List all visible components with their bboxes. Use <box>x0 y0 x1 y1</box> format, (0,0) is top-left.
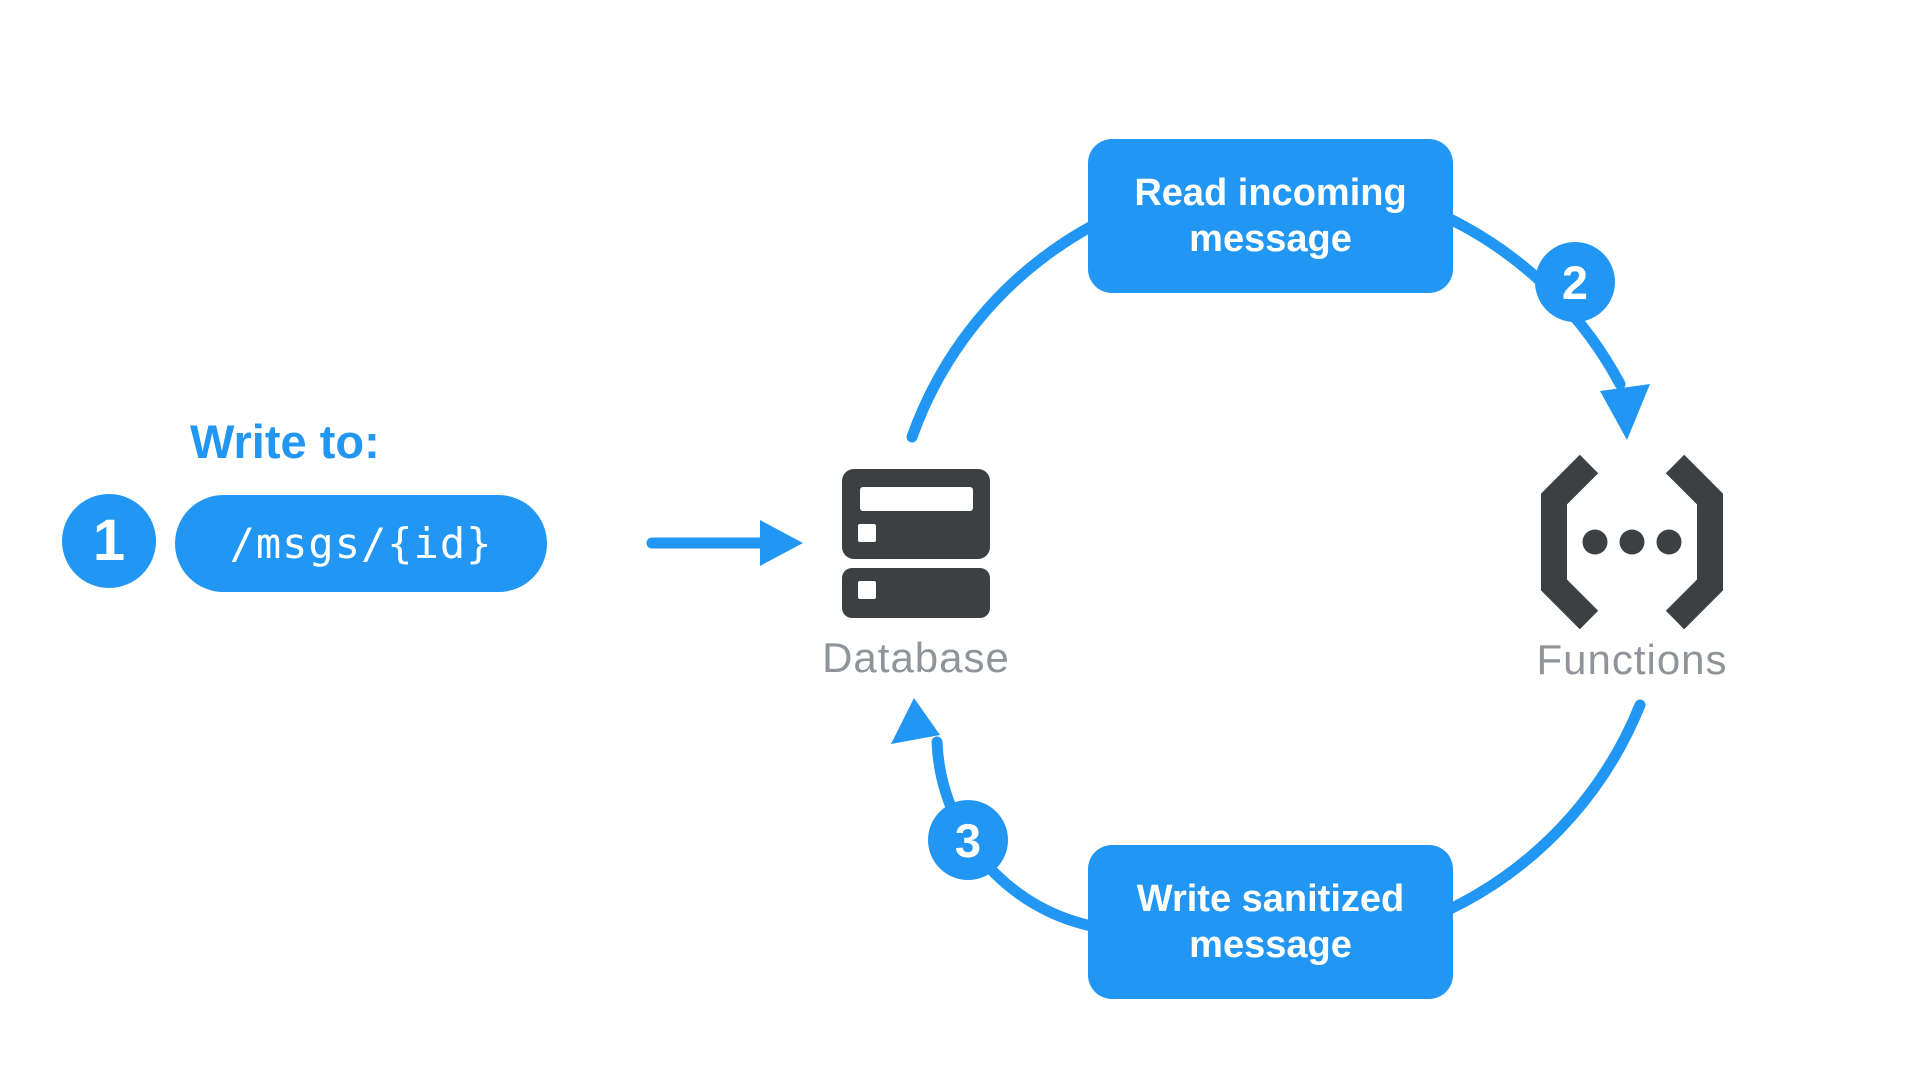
write-message-label: Write sanitized message <box>1136 877 1405 966</box>
step-badge-3: 3 <box>928 800 1008 880</box>
step-badge-1: 1 <box>62 494 156 588</box>
server-led-bottom <box>858 581 876 599</box>
write-message-box: Write sanitized message <box>1088 845 1453 999</box>
server-bottom-slab <box>842 568 990 618</box>
functions-right-bracket <box>1665 454 1723 630</box>
database-label: Database <box>822 634 1010 681</box>
server-led-top <box>858 524 876 542</box>
functions-left-bracket <box>1541 454 1599 630</box>
functions-dot-2 <box>1619 529 1645 555</box>
step-badge-2: 2 <box>1535 242 1615 322</box>
path-pill: /msgs/{id} <box>175 495 547 592</box>
write-arrowhead <box>760 520 803 566</box>
functions-dot-1 <box>1582 529 1608 555</box>
path-pill-label: /msgs/{id} <box>229 519 493 568</box>
arrowhead-to-database-icon <box>891 698 940 744</box>
arrowhead-to-functions-icon <box>1600 384 1650 440</box>
functions-label: Functions <box>1536 636 1728 683</box>
write-to-title: Write to: <box>190 415 380 468</box>
database-server-icon <box>842 469 990 618</box>
read-message-label: Read incoming message <box>1134 171 1407 260</box>
server-top-slab <box>842 469 990 559</box>
functions-dot-3 <box>1656 529 1682 555</box>
cloud-functions-icon <box>1541 454 1723 630</box>
server-slot-bar <box>860 487 973 511</box>
read-message-box: Read incoming message <box>1088 139 1453 293</box>
